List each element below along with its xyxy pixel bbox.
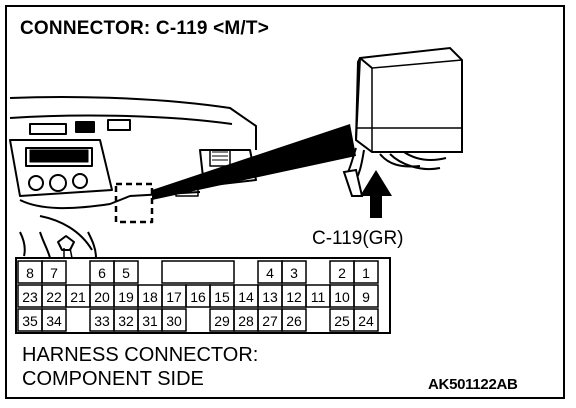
component-box [342,46,463,197]
pin-26-label: 26 [286,313,302,329]
pin-30-label: 30 [166,313,182,329]
pin-29-label: 29 [214,313,230,329]
pin-28-label: 28 [238,313,254,329]
pin-16-label: 16 [190,289,206,305]
pin-1-label: 1 [362,265,370,281]
diagram-title: CONNECTOR: C-119 <M/T> [20,18,269,39]
pin-6-label: 6 [98,265,106,281]
pin-4-label: 4 [266,265,274,281]
pin-23-label: 23 [22,289,38,305]
pin-8-label: 8 [26,265,34,281]
pin-34-cell [41,308,67,332]
pin-9-label: 9 [362,289,370,305]
pin-1-cell [353,260,379,284]
pin-25-label: 25 [334,313,350,329]
pin-20-label: 20 [94,289,110,305]
figure-code: AK501122AB [428,376,518,393]
pin-22-label: 22 [46,289,62,305]
pin-24-label: 24 [358,313,374,329]
pin-35-label: 35 [22,313,38,329]
pin-27-label: 27 [262,313,278,329]
pin-18-label: 18 [142,289,158,305]
pin-2-label: 2 [338,265,346,281]
pin-7-cell [41,260,67,284]
pin-30-cell [161,308,187,332]
pin-26-cell [281,308,307,332]
pin-24-cell [353,308,379,332]
up-arrow [360,170,392,218]
pin-17-label: 17 [166,289,182,305]
pin-12-label: 12 [286,289,302,305]
pin-32-label: 32 [118,313,134,329]
diagram-frame [5,5,565,399]
pin-5-label: 5 [122,265,130,281]
footer-line-2: COMPONENT SIDE [22,368,204,390]
pin-9-cell [353,284,379,308]
pin-3-label: 3 [290,265,298,281]
connector-outline [15,257,391,334]
connector-face [15,257,391,334]
pointer-wedge [152,124,356,200]
connector-key-cell [161,260,235,284]
footer-line-1: HARNESS CONNECTOR: [22,344,259,366]
connector-label: C-119(GR) [312,228,404,249]
pin-7-label: 7 [50,265,58,281]
dashboard-drawing [9,96,257,259]
pin-11-label: 11 [311,289,326,305]
pin-34-label: 34 [46,313,62,329]
pin-13-label: 13 [262,289,278,305]
pin-10-label: 10 [334,289,350,305]
pin-33-label: 33 [94,313,110,329]
pin-21-label: 21 [70,289,86,305]
pin-15-label: 15 [214,289,230,305]
pin-31-label: 31 [142,313,158,329]
pin-5-cell [113,260,139,284]
pin-14-label: 14 [238,289,254,305]
pin-19-label: 19 [118,289,134,305]
pin-3-cell [281,260,307,284]
